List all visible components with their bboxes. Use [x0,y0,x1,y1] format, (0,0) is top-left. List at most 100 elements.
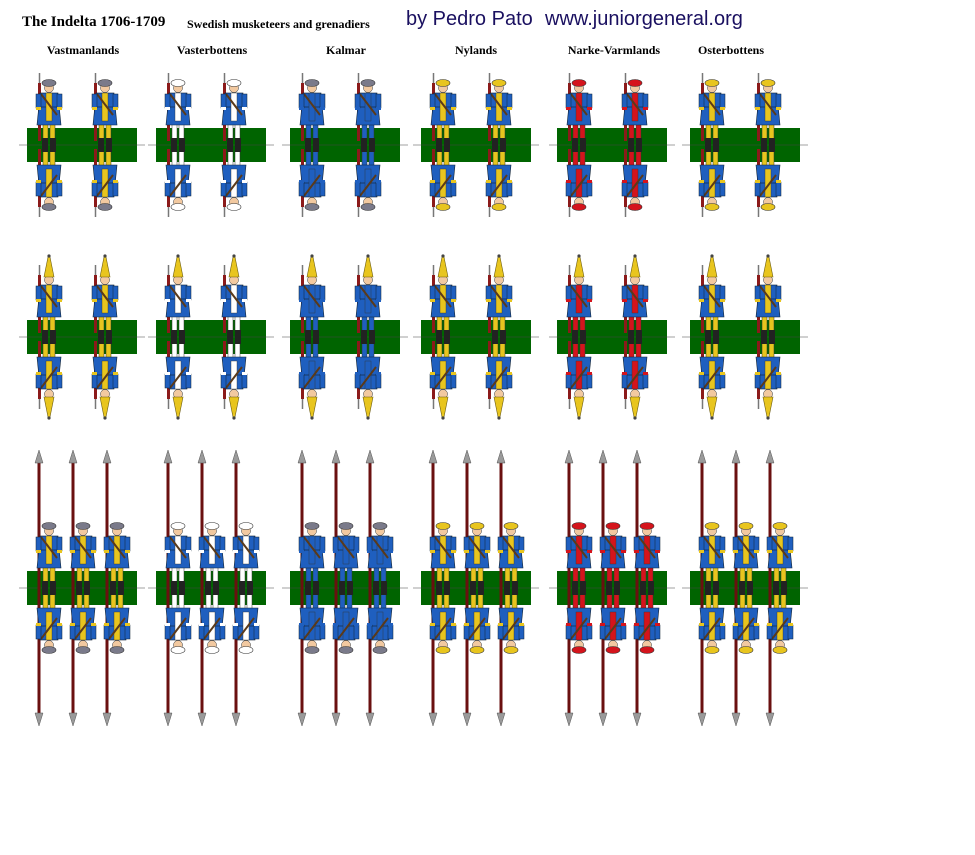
arm [354,181,361,197]
cuff [36,180,41,183]
arm [719,285,726,301]
cross-belt [502,536,520,559]
leg [436,150,443,168]
cuff [486,107,491,110]
leg [579,150,586,168]
arm [90,536,97,552]
boot [205,588,211,595]
cuff [464,550,469,553]
boot [628,330,634,337]
soldier-figure [35,73,63,145]
cuff [430,299,435,302]
cross-belt [703,174,721,197]
boot [42,330,48,337]
boot [705,138,711,145]
pike-head [163,449,173,464]
website-link[interactable]: www.juniorgeneral.org [545,8,743,30]
cross-belt [502,617,520,640]
leg [572,565,579,583]
arm [319,285,326,301]
boot [106,145,112,152]
boot [492,337,498,344]
cap-tassel [310,416,314,420]
arm [91,285,98,301]
boot [171,145,177,152]
arm [775,285,782,301]
arm [766,536,773,552]
cuff [254,623,259,626]
soldier-figure-mirrored [621,337,649,420]
arm [298,624,305,640]
boot [504,588,510,595]
boot [500,330,506,337]
arm [241,93,248,109]
soldier-figure-mirrored [698,145,726,217]
boot [98,330,104,337]
tricorne-hat [491,203,507,211]
boot [110,581,116,588]
arm [429,373,436,389]
leg [470,565,477,583]
soldier-figure [297,449,326,588]
cross-belt [96,93,114,116]
boot [361,330,367,337]
cuff [376,180,381,183]
cuff [355,299,360,302]
cross-belt [303,617,321,640]
arm [198,536,205,552]
boot [213,588,219,595]
cuff [320,299,325,302]
cuff [186,299,191,302]
cuff [655,550,660,553]
regiment-label: Osterbottens [698,43,764,57]
cuff [486,180,491,183]
cuff [464,623,469,626]
boot [500,337,506,344]
grenadier-cap [706,396,718,418]
pike-head [462,712,472,727]
boot [769,138,775,145]
grenadier-cap [437,396,449,418]
author-credit: by Pedro Pato [406,8,533,30]
arm [753,536,760,552]
boot [773,588,779,595]
boot [171,337,177,344]
soldier-figure [220,254,248,337]
boot [235,337,241,344]
cuff [186,623,191,626]
cross-belt [434,285,452,308]
cuff [451,550,456,553]
arm [91,93,98,109]
grenadier-cap [43,396,55,418]
leg [312,565,319,583]
boot [305,337,311,344]
leg [380,593,387,611]
tricorne-hat [605,646,621,654]
leg [42,122,49,140]
leg [171,342,178,360]
leg [42,593,49,611]
cross-belt [359,285,377,308]
cuff [767,550,772,553]
cross-belt [225,285,243,308]
pike-head [496,712,506,727]
grenadier-cap [172,256,184,278]
cuff [587,623,592,626]
arm [586,536,593,552]
tricorne-hat [469,646,485,654]
leg [117,565,124,583]
sheet-subtitle: Swedish musketeers and grenadiers [187,17,370,31]
cuff [233,623,238,626]
soldier-figure-mirrored [197,588,226,727]
tricorne-hat [109,522,125,530]
grenadier-cap [306,256,318,278]
boot [470,581,476,588]
leg [171,314,178,332]
cross-belt [169,536,187,559]
arm [754,93,761,109]
cuff [199,623,204,626]
arm [124,536,131,552]
soldier-figure [565,73,593,145]
leg [499,314,506,332]
leg [443,565,450,583]
